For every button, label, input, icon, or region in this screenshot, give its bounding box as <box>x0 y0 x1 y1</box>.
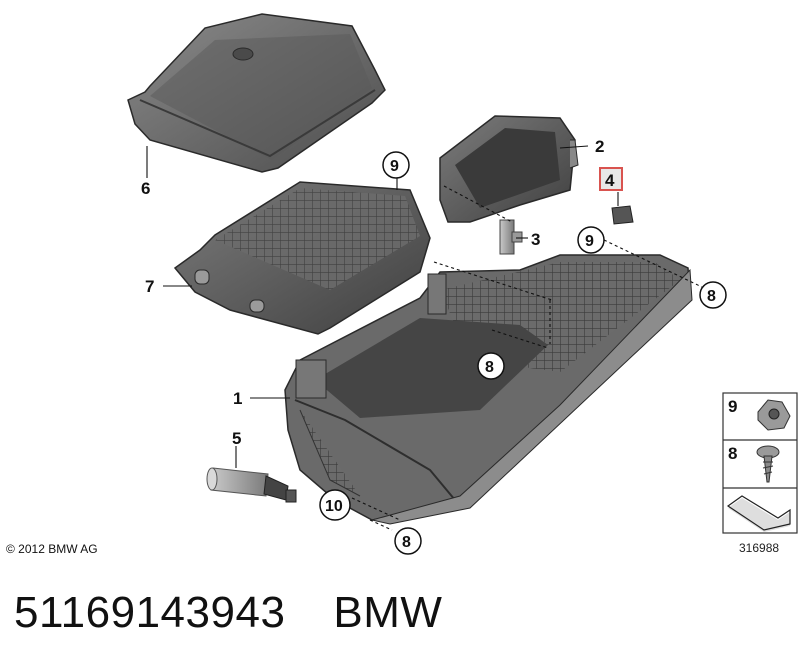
callout-10-text: 10 <box>325 498 343 515</box>
part-2-bracket <box>439 115 579 223</box>
callout-8-right-text: 8 <box>707 288 716 305</box>
callout-8-middle: 8 <box>477 352 505 380</box>
footer-caption: 51169143943 BMW <box>14 588 442 638</box>
callout-1: 1 <box>233 389 242 408</box>
part-1-glovebox <box>284 254 693 525</box>
fastener-legend: 9 8 <box>722 392 798 534</box>
part-5-damper <box>206 467 297 503</box>
callout-8-bottom-text: 8 <box>402 534 411 551</box>
arrow-symbol-icon <box>726 495 791 532</box>
callout-8-bottom: 8 <box>394 527 422 555</box>
brand-name: BMW <box>333 588 443 637</box>
callout-2: 2 <box>595 137 604 156</box>
callout-9-upper: 9 <box>382 151 410 179</box>
clip-nut-icon <box>757 399 791 431</box>
part-4-button <box>611 205 634 225</box>
callout-8-middle-text: 8 <box>485 359 494 376</box>
copyright-text: © 2012 BMW AG <box>6 542 98 556</box>
part-3-clip <box>499 219 523 255</box>
callout-9-right-text: 9 <box>585 233 594 250</box>
callout-3: 3 <box>531 230 540 249</box>
leader-lines <box>146 145 705 531</box>
callout-4: 4 <box>605 171 615 190</box>
callout-9-upper-text: 9 <box>390 158 399 175</box>
callout-8-right: 8 <box>699 281 727 309</box>
callout-6: 6 <box>141 179 150 198</box>
callout-4-highlight: 4 <box>599 167 623 191</box>
legend-item-9: 9 <box>728 397 737 416</box>
part-6-lid <box>127 13 386 173</box>
callout-9-right: 9 <box>577 226 605 254</box>
callout-7: 7 <box>145 277 154 296</box>
screw-icon <box>756 445 780 483</box>
callout-5: 5 <box>232 429 241 448</box>
diagram-id: 316988 <box>739 541 780 555</box>
callout-10: 10 <box>319 489 351 521</box>
legend-item-8: 8 <box>728 444 737 463</box>
part-number: 51169143943 <box>14 588 286 637</box>
part-9-tray <box>173 181 431 335</box>
